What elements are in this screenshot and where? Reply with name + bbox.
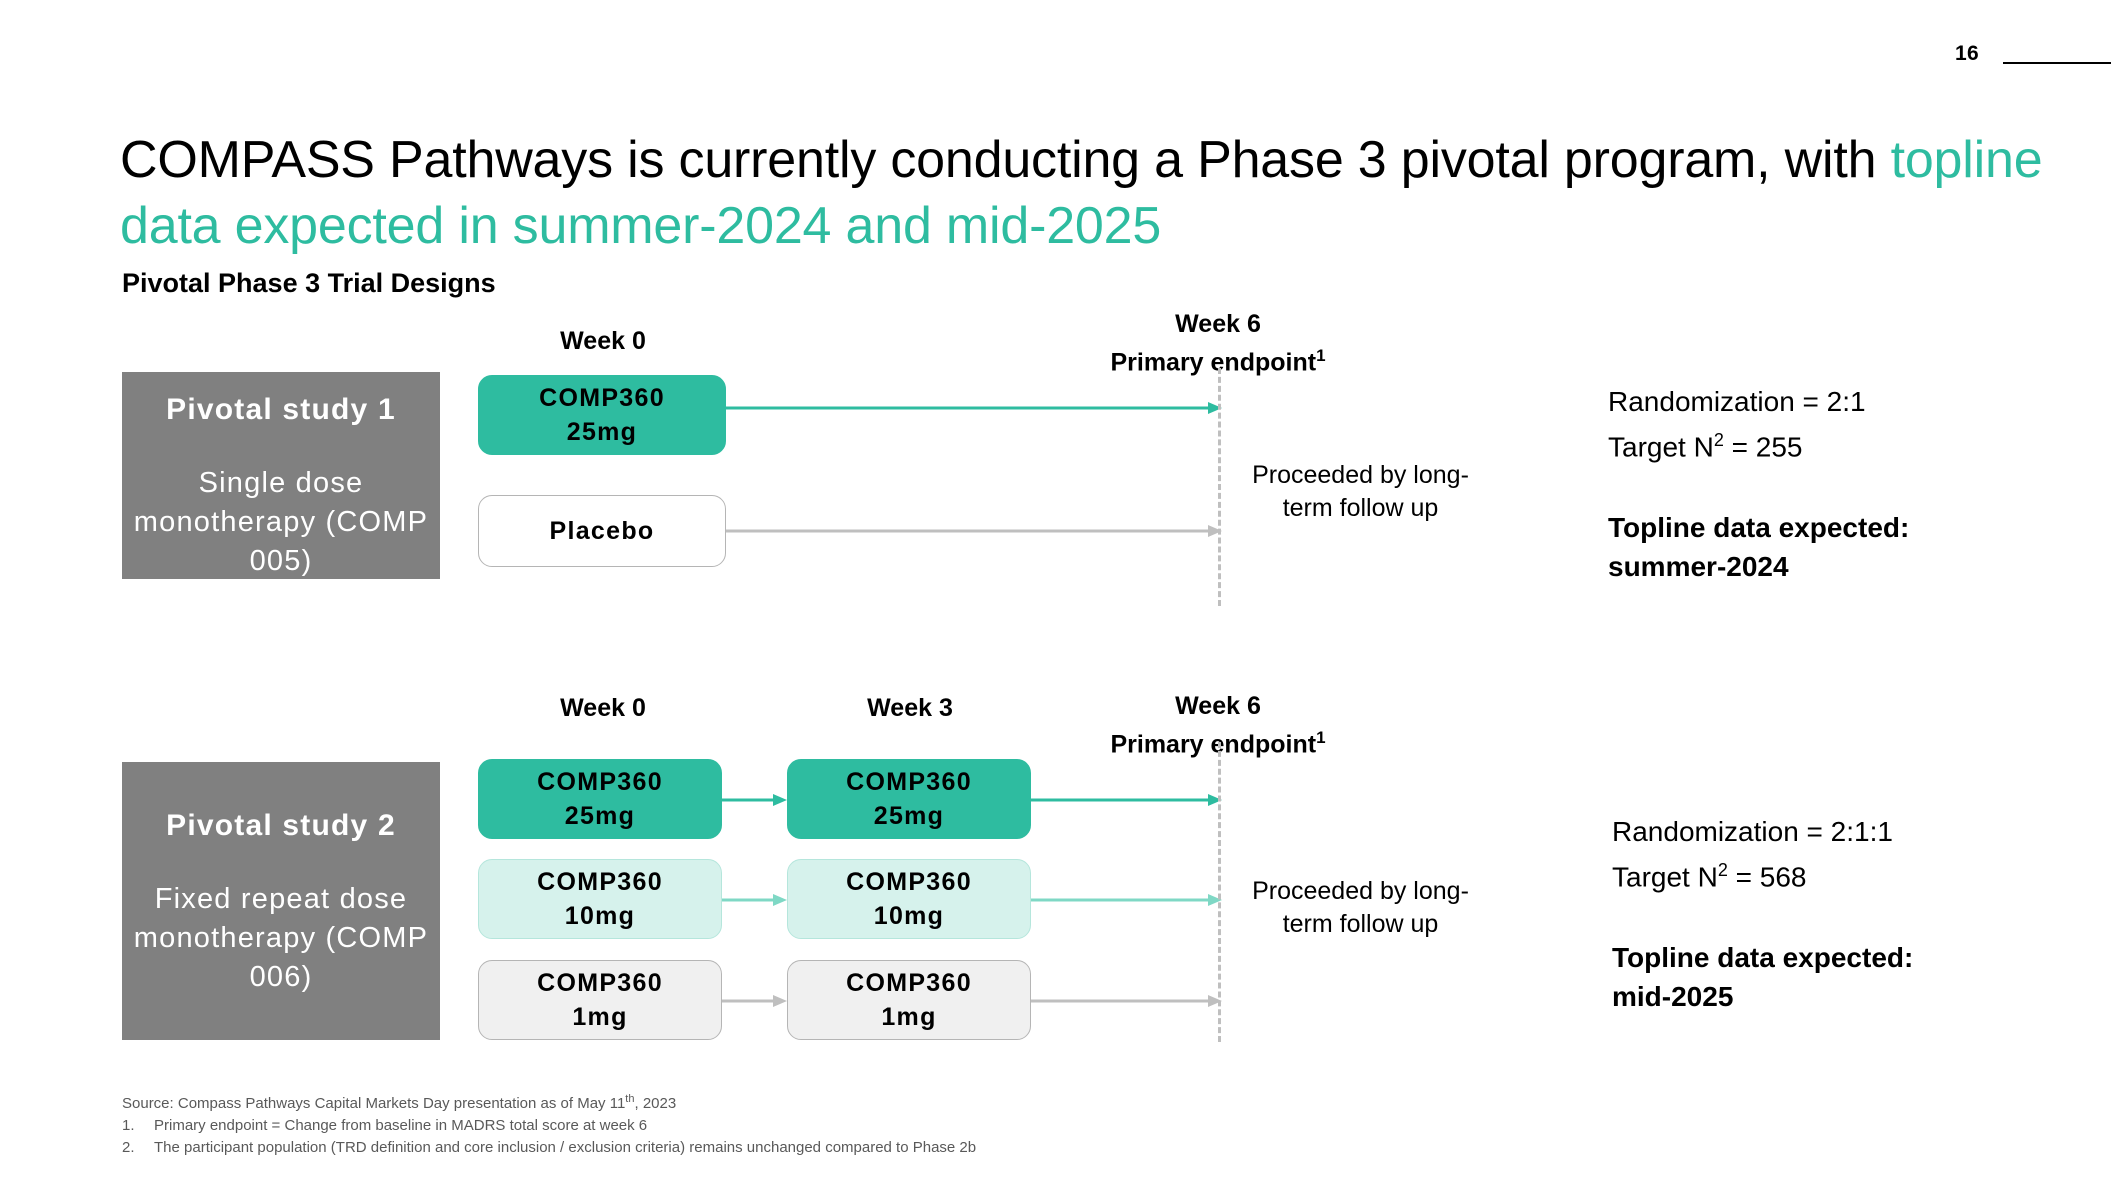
study-2-week-3-label: Week 3 — [805, 692, 1015, 724]
page-title: COMPASS Pathways is currently conducting… — [120, 127, 2050, 259]
study-1-topline-label: Topline data expected: — [1608, 512, 1910, 544]
footnote-source: Source: Compass Pathways Capital Markets… — [122, 1093, 677, 1112]
study-2-week-6-label: Week 6 Primary endpoint1 — [1098, 690, 1338, 760]
study-2-randomization: Randomization = 2:1:1 — [1612, 816, 1893, 847]
study-2-arm-3-week0-box[interactable]: COMP360 1mg — [478, 960, 722, 1040]
study-2-arm-2-week0-drug: COMP360 — [537, 868, 663, 896]
study-1-week-0-text: Week 0 — [560, 327, 646, 355]
study-2-arm-2-week3-box[interactable]: COMP360 10mg — [787, 859, 1031, 939]
study-2-arm-2-step-arrow — [722, 894, 787, 906]
study-2-arm-1-week3-dose: 25mg — [873, 802, 945, 830]
study-2-name: Pivotal study 2 — [166, 809, 396, 842]
study-2-week-0-label: Week 0 — [498, 692, 708, 724]
study-2-week-3-text: Week 3 — [867, 694, 953, 722]
study-1-arm-1-drug: COMP360 — [539, 384, 665, 412]
study-1-description: Single dose monotherapy (COMP 005) — [133, 467, 429, 577]
study-2-topline-label: Topline data expected: — [1612, 942, 1914, 974]
study-2-endpoint-footnote-marker: 1 — [1316, 728, 1326, 747]
footnote-item-1-number: 1. — [122, 1117, 135, 1134]
study-1-arm-2-box[interactable]: Placebo — [478, 495, 726, 567]
study-2-arm-3-step-arrow — [722, 995, 787, 1007]
study-2-arm-3-endpoint-arrow — [1031, 995, 1222, 1007]
study-2-arm-1-week0-dose: 25mg — [564, 802, 636, 830]
study-2-arm-1-week3-drug: COMP360 — [846, 768, 972, 796]
study-2-arm-2-week3-dose: 10mg — [873, 902, 945, 930]
study-2-arm-3-week3-dose: 1mg — [881, 1003, 937, 1031]
study-2-side-info: Randomization = 2:1:1 Target N2 = 568 To… — [1612, 812, 2072, 1016]
study-1-topline-value: summer-2024 — [1608, 551, 1789, 583]
study-1-panel: Pivotal study 1 Single dose monotherapy … — [122, 372, 440, 579]
study-1-arm-2-drug: Placebo — [549, 517, 655, 545]
study-1-endpoint-dashed-line — [1218, 368, 1221, 606]
study-2-description: Fixed repeat dose monotherapy (COMP 006) — [133, 883, 429, 993]
study-1-week-0-label: Week 0 — [498, 325, 708, 357]
study-2-week-0-text: Week 0 — [560, 694, 646, 722]
study-2-arm-3-week0-dose: 1mg — [572, 1003, 628, 1031]
study-2-arm-2-week0-dose: 10mg — [564, 902, 636, 930]
study-2-target-n-footnote-marker: 2 — [1717, 860, 1728, 880]
footnote-item-1: 1. Primary endpoint = Change from baseli… — [122, 1115, 976, 1137]
footnote-item-2-number: 2. — [122, 1139, 135, 1156]
study-2-followup-note: Proceeded by long-term follow up — [1252, 877, 1469, 938]
study-2-topline-value: mid-2025 — [1612, 981, 1734, 1013]
footnote-source-ordinal: th — [625, 1093, 635, 1105]
study-1-arm-2-arrow — [726, 525, 1222, 537]
page-number-rule — [2003, 62, 2111, 64]
study-1-arm-1-dose: 25mg — [566, 418, 638, 446]
study-2-arm-1-week0-box[interactable]: COMP360 25mg — [478, 759, 722, 839]
study-2-arm-1-week3-box[interactable]: COMP360 25mg — [787, 759, 1031, 839]
title-part-accent: topline data expected in summer-2024 and… — [120, 130, 2043, 255]
study-1-week-6-label: Week 6 Primary endpoint1 — [1098, 308, 1338, 378]
footnote-item-1-text: Primary endpoint = Change from baseline … — [154, 1117, 648, 1134]
study-2-arm-2-endpoint-arrow — [1031, 894, 1222, 906]
study-1-target-n-footnote-marker: 2 — [1713, 430, 1724, 450]
study-1-side-info: Randomization = 2:1 Target N2 = 255 Topl… — [1608, 382, 2068, 586]
study-1-week-6-text: Week 6 — [1175, 310, 1261, 338]
section-subtitle: Pivotal Phase 3 Trial Designs — [122, 268, 496, 298]
footnote-item-2-text: The participant population (TRD definiti… — [154, 1139, 977, 1156]
study-2-arm-2-week0-box[interactable]: COMP360 10mg — [478, 859, 722, 939]
study-1-arm-1-box[interactable]: COMP360 25mg — [478, 375, 726, 455]
footnote-item-2: 2. The participant population (TRD defin… — [122, 1137, 976, 1159]
study-1-randomization: Randomization = 2:1 — [1608, 386, 1866, 417]
study-2-week-6-text: Week 6 — [1175, 692, 1261, 720]
study-2-arm-1-week0-drug: COMP360 — [537, 768, 663, 796]
footnotes: Source: Compass Pathways Capital Markets… — [122, 1088, 976, 1159]
study-1-primary-endpoint-text: Primary endpoint1 — [1110, 346, 1326, 377]
study-2-endpoint-dashed-line — [1218, 742, 1221, 1042]
title-part-plain: COMPASS Pathways is currently conducting… — [120, 130, 1891, 189]
study-1-endpoint-footnote-marker: 1 — [1316, 346, 1326, 365]
study-2-target-n: Target N2 = 568 — [1612, 860, 1807, 893]
study-1-followup-note: Proceeded by long-term follow up — [1252, 461, 1469, 522]
study-1-target-n: Target N2 = 255 — [1608, 430, 1803, 463]
study-1-name: Pivotal study 1 — [166, 393, 396, 426]
study-2-arm-1-step-arrow — [722, 794, 787, 806]
study-1-arm-1-arrow — [726, 402, 1222, 414]
study-2-arm-1-endpoint-arrow — [1031, 794, 1222, 806]
study-2-arm-3-week3-drug: COMP360 — [846, 969, 972, 997]
study-2-panel: Pivotal study 2 Fixed repeat dose monoth… — [122, 762, 440, 1040]
study-2-arm-2-week3-drug: COMP360 — [846, 868, 972, 896]
study-2-arm-3-week0-drug: COMP360 — [537, 969, 663, 997]
page-number: 16 — [1955, 42, 1979, 65]
study-2-primary-endpoint-text: Primary endpoint1 — [1110, 728, 1326, 759]
study-2-arm-3-week3-box[interactable]: COMP360 1mg — [787, 960, 1031, 1040]
